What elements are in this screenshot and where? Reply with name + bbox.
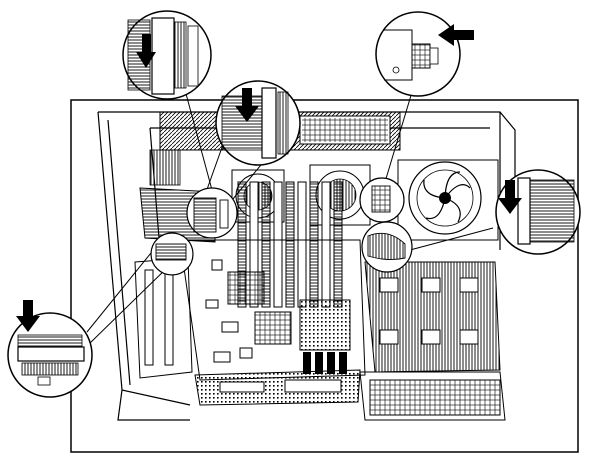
motherboard [179,239,366,381]
memory-module-4 [273,181,283,308]
pci-slots [134,257,193,379]
memory-module-1 [237,181,247,308]
chip-small-2 [205,299,219,309]
pci-slot-1 [144,269,154,366]
callout-upper-left [122,10,212,100]
memory-module-3 [261,181,271,308]
cpu-socket-grid [227,271,265,305]
arrow-down-icon [235,88,259,122]
callout-upper-right [375,11,474,97]
memory-module-5 [285,181,295,308]
memory-modules [237,181,343,308]
memory-module-6 [297,181,307,308]
memory-module-2 [249,181,259,308]
callout-lower-left [7,300,93,398]
chip-grid [254,311,292,345]
chip-small-3 [221,321,239,333]
chip-small-5 [239,347,253,359]
arrow-down-icon [498,180,522,214]
memory-module-9 [333,181,343,308]
memory-module-7 [309,181,319,308]
chip-dots [299,299,351,351]
arrow-down-icon [136,34,156,68]
chip-small-1 [211,259,223,271]
bottom-drive-area [359,371,506,421]
arrow-left-icon [438,24,474,46]
outer-frame [70,99,579,453]
black-connectors [303,352,347,374]
rear-io-panel [194,369,361,406]
heat-sink [364,261,501,373]
callout-upper-middle [215,80,301,166]
pci-slot-2 [164,269,174,366]
memory-module-8 [321,181,331,308]
fan-right [397,159,499,241]
callout-right [495,169,581,255]
chip-small-4 [213,351,231,363]
detail-circle-content [155,185,406,261]
arrow-down-icon [16,300,40,332]
